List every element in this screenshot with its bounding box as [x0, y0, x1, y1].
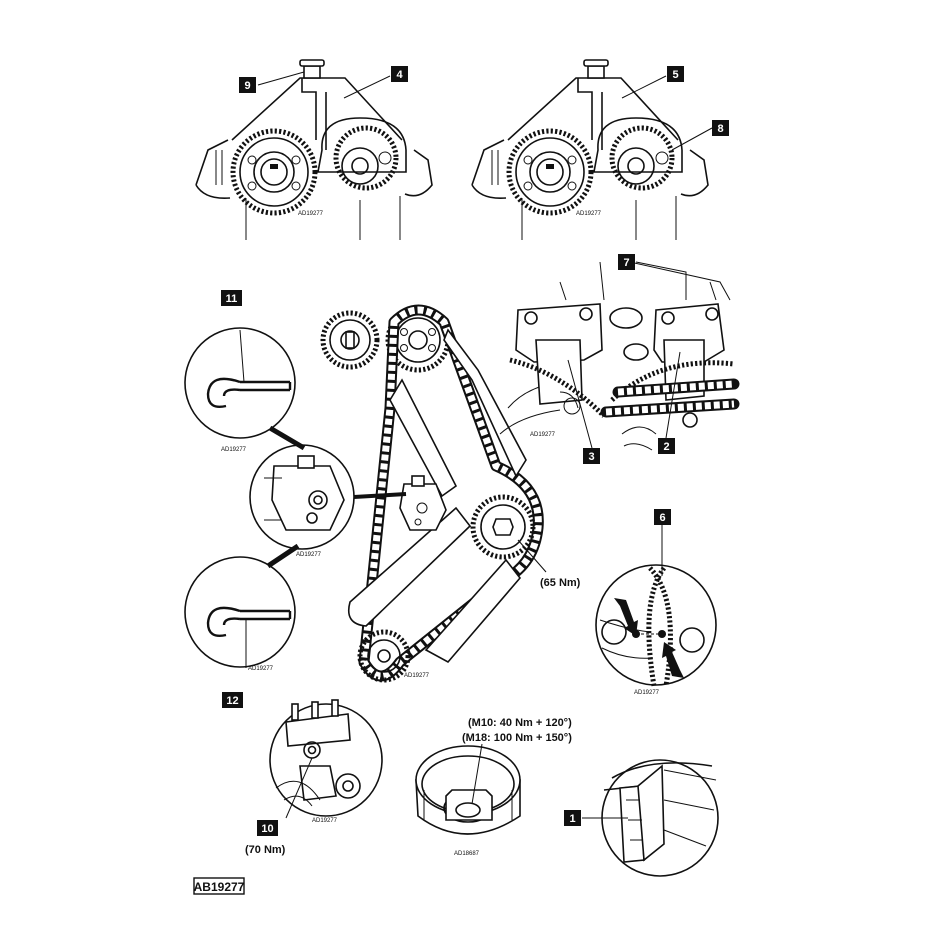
code-bearing-caps: AD19277 — [530, 432, 556, 438]
callout-1: 1 — [564, 810, 581, 826]
callout-9: 9 — [239, 77, 256, 93]
magnifier-hook-upper — [184, 327, 296, 439]
magnifier-tensioner — [249, 444, 355, 550]
callout-6: 6 — [654, 509, 671, 525]
svg-text:6: 6 — [659, 512, 665, 524]
callout-12: 12 — [222, 692, 243, 708]
top-left-camshaft-view — [195, 59, 433, 240]
bottom-bolt-view — [269, 699, 383, 819]
locking-pin-view — [582, 759, 719, 877]
code-top-right: AD19277 — [576, 211, 602, 217]
svg-text:9: 9 — [244, 80, 250, 92]
code-bolt-view: AD19277 — [312, 818, 338, 824]
torque-m18: (M18: 100 Nm + 150°) — [462, 732, 572, 744]
code-tensioner: AD19277 — [296, 552, 322, 558]
svg-text:10: 10 — [261, 823, 273, 835]
svg-text:3: 3 — [588, 451, 594, 463]
svg-text:AB19277: AB19277 — [194, 880, 245, 894]
callout-7: 7 — [618, 254, 635, 270]
code-hook-lower: AD19277 — [248, 666, 274, 672]
callout-8: 8 — [712, 120, 729, 136]
code-top-left: AD19277 — [298, 211, 324, 217]
svg-text:2: 2 — [663, 441, 669, 453]
magnifier-timing-marks — [595, 564, 717, 687]
leader-lines — [257, 71, 713, 576]
reference-label: AB19277 — [193, 877, 245, 895]
svg-text:12: 12 — [226, 695, 238, 707]
callout-2: 2 — [658, 438, 675, 454]
timing-chain-assembly — [320, 304, 547, 683]
callout-11: 11 — [221, 290, 242, 306]
svg-text:5: 5 — [672, 69, 678, 81]
top-right-camshaft-view — [471, 59, 709, 240]
code-pulley: AD18687 — [454, 851, 480, 857]
magnifier-hook-lower — [184, 556, 296, 668]
svg-text:4: 4 — [396, 69, 403, 81]
callout-3: 3 — [583, 448, 600, 464]
torque-sprocket-bolt: (65 Nm) — [540, 577, 581, 589]
camshaft-bearing-caps-view — [499, 261, 740, 451]
code-timing-marks: AD19277 — [634, 690, 660, 696]
callout-5: 5 — [667, 66, 684, 82]
torque-bolt-10: (70 Nm) — [245, 844, 286, 856]
svg-text:1: 1 — [569, 813, 575, 825]
code-chain-assembly: AD19277 — [404, 673, 430, 679]
torque-m10: (M10: 40 Nm + 120°) — [468, 717, 572, 729]
code-hook-upper: AD19277 — [221, 447, 247, 453]
svg-text:11: 11 — [226, 293, 238, 305]
callout-10: 10 — [257, 820, 278, 836]
crankshaft-pulley-view — [415, 743, 521, 835]
callout-4: 4 — [391, 66, 408, 82]
svg-text:8: 8 — [717, 123, 723, 135]
svg-text:7: 7 — [623, 257, 629, 269]
magnifier-connectors — [266, 425, 407, 569]
